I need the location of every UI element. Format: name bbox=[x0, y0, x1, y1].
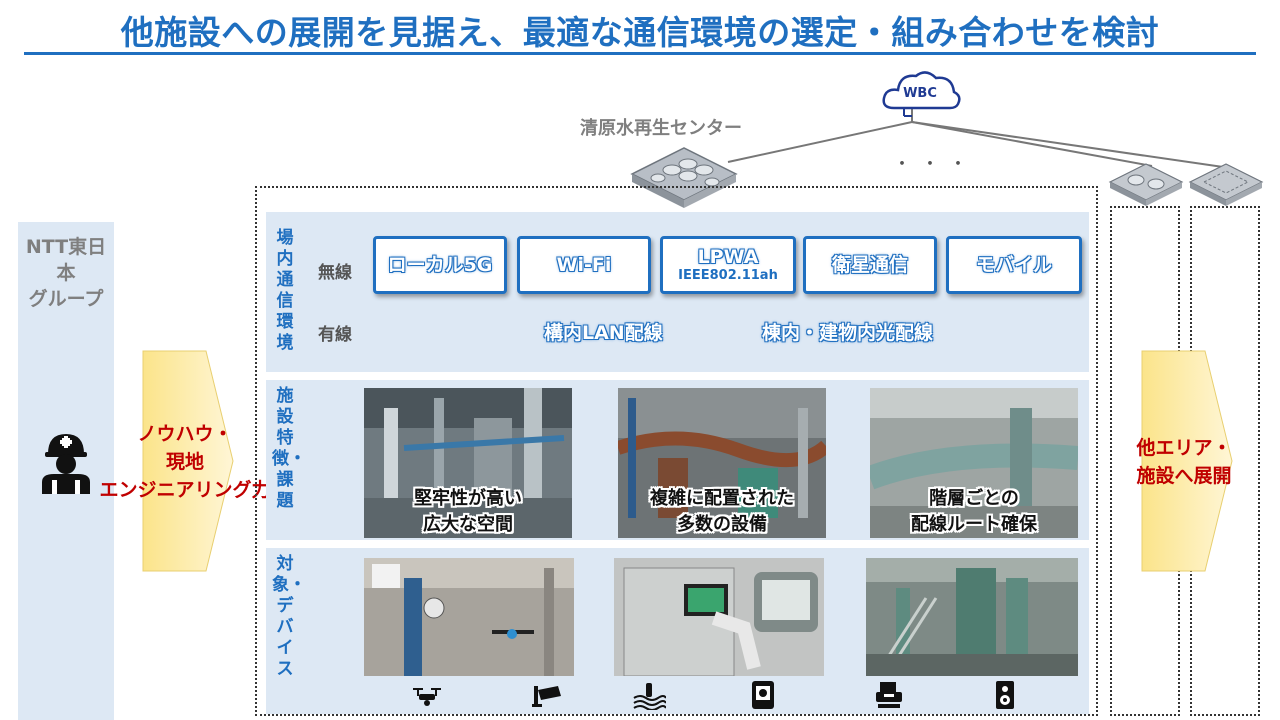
monitor-camera-icon bbox=[752, 681, 774, 709]
speaker-icon bbox=[996, 681, 1014, 709]
printer-robot-icon bbox=[876, 682, 902, 708]
local-5g-label: ローカル5G bbox=[387, 254, 493, 276]
facility-caption-3-line1: 階層ごとの bbox=[929, 488, 1019, 509]
facility-photo-2: 複雑に配置された 多数の設備 bbox=[618, 388, 826, 538]
mobile-label: モバイル bbox=[975, 254, 1052, 276]
building-fiber-label: 棟内・建物内光配線 bbox=[762, 322, 934, 344]
expand-line1: 他エリア・ bbox=[1136, 437, 1232, 459]
facility-band-label: 施設特徴・課題 bbox=[272, 386, 306, 511]
lpwa-box: LPWA IEEE802.11ah bbox=[660, 236, 796, 294]
know-how-line1: ノウハウ・ bbox=[137, 423, 233, 445]
expand-label: 他エリア・ 施設へ展開 bbox=[1112, 434, 1256, 490]
title-underline bbox=[24, 52, 1256, 55]
devices-band-label: 対象・デバイス bbox=[272, 554, 306, 679]
facility-photo-3: 階層ごとの 配線ルート確保 bbox=[870, 388, 1078, 538]
more-sites-dots: ・・・ bbox=[893, 154, 977, 175]
satellite-box: 衛星通信 bbox=[803, 236, 937, 294]
facility-caption-2: 複雑に配置された 多数の設備 bbox=[618, 486, 826, 538]
know-how-arrow bbox=[142, 350, 234, 572]
other-plant-icon-1 bbox=[1108, 163, 1184, 206]
know-how-line3: エンジニアリング力 bbox=[99, 479, 271, 501]
ntt-group-label-line1: NTT東日本 bbox=[25, 236, 107, 284]
other-plant-icon-2 bbox=[1188, 163, 1264, 206]
facility-caption-1-line2: 広大な空間 bbox=[423, 514, 513, 535]
facility-caption-1: 堅牢性が高い 広大な空間 bbox=[364, 486, 572, 538]
page-title: 他施設への展開を見据え、最適な通信環境の選定・組み合わせを検討 bbox=[120, 13, 1160, 52]
drone-icon bbox=[413, 688, 441, 706]
satellite-label: 衛星通信 bbox=[831, 254, 908, 276]
lpwa-sub-label: IEEE802.11ah bbox=[678, 268, 778, 283]
expand-line2: 施設へ展開 bbox=[1136, 465, 1232, 487]
facility-caption-2-line2: 多数の設備 bbox=[677, 514, 767, 535]
know-how-line2: 現地 bbox=[165, 451, 204, 473]
know-how-label: ノウハウ・ 現地 エンジニアリング力 bbox=[96, 420, 274, 504]
site-frame bbox=[255, 186, 1098, 716]
expand-arrow bbox=[1141, 350, 1233, 572]
ntt-group-label-line2: グループ bbox=[28, 288, 104, 310]
facility-caption-3: 階層ごとの 配線ルート確保 bbox=[870, 486, 1078, 538]
facility-photo-1: 堅牢性が高い 広大な空間 bbox=[364, 388, 572, 538]
device-photo-1 bbox=[364, 558, 574, 676]
device-photo-2 bbox=[614, 558, 824, 676]
facility-caption-2-line1: 複雑に配置された bbox=[650, 488, 794, 509]
engineer-icon bbox=[42, 434, 90, 494]
device-photo-3 bbox=[866, 558, 1078, 676]
wired-label: 有線 bbox=[318, 325, 352, 345]
water-sensor-icon bbox=[633, 683, 666, 710]
local-5g-box: ローカル5G bbox=[373, 236, 507, 294]
facility-caption-1-line1: 堅牢性が高い bbox=[414, 488, 522, 509]
wireless-label: 無線 bbox=[318, 263, 352, 283]
campus-lan-label: 構内LAN配線 bbox=[544, 322, 663, 344]
ntt-group-label: NTT東日本 グループ bbox=[18, 234, 114, 312]
mobile-box: モバイル bbox=[946, 236, 1082, 294]
security-camera-icon bbox=[532, 686, 561, 707]
ntt-group-panel: NTT東日本 グループ bbox=[18, 222, 114, 720]
wbc-label: WBC bbox=[903, 86, 937, 101]
site-name: 清原水再生センター bbox=[580, 118, 742, 139]
wifi-box: Wi-Fi bbox=[517, 236, 651, 294]
facility-caption-3-line2: 配線ルート確保 bbox=[911, 514, 1037, 535]
wifi-label: Wi-Fi bbox=[556, 254, 612, 276]
lpwa-label: LPWA bbox=[697, 246, 759, 268]
comm-band-label: 場内通信環境 bbox=[276, 228, 294, 353]
wbc-cloud-icon bbox=[882, 71, 961, 117]
